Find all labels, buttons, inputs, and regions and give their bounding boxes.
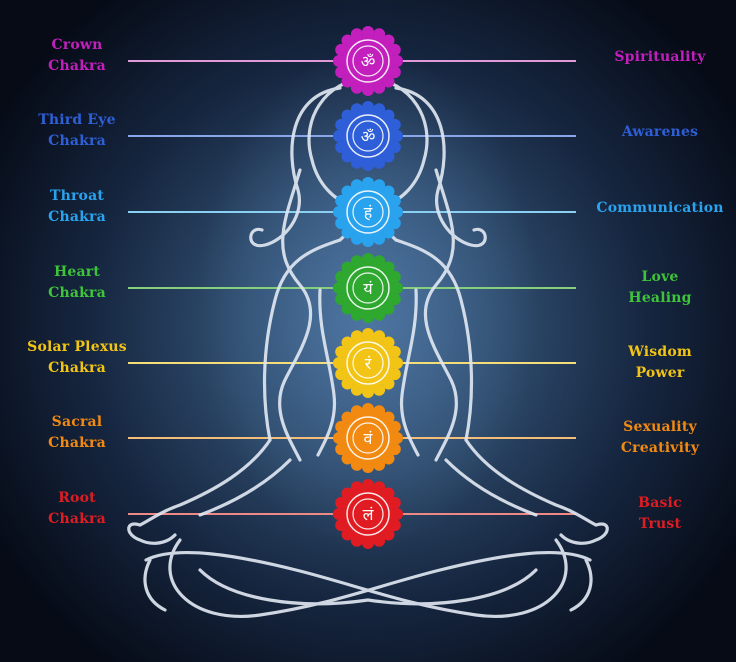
chakra-quality-line: Communication (596, 199, 724, 216)
chakra-quality-line: Sexuality (623, 419, 697, 435)
chakra-name-line: Chakra (48, 285, 106, 301)
chakra-name-line: Chakra (48, 133, 106, 149)
chakra-icon-throat: हं (333, 177, 403, 247)
chakra-symbol-third-eye: ॐ (361, 127, 376, 146)
chakra-symbol-sacral: वं (364, 429, 374, 448)
chakra-name-line: Crown (51, 37, 103, 53)
chakra-quality-line: Love (641, 269, 679, 285)
chakra-quality-line: Basic (638, 495, 682, 511)
chakra-icon-heart: यं (333, 253, 403, 323)
chakra-name-line: Throat (49, 188, 105, 204)
chakra-symbol-solar-plexus: रं (365, 354, 372, 373)
chakra-name-line: Chakra (48, 58, 106, 74)
chakra-quality-line: Awarenes (621, 123, 699, 140)
chakra-name-line: Solar Plexus (27, 339, 127, 355)
chakra-quality-line: Creativity (620, 440, 700, 456)
chakra-name-line: Chakra (48, 209, 106, 225)
chakra-name-line: Third Eye (38, 112, 116, 128)
chakra-icon-root: लं (333, 479, 403, 549)
chakra-symbol-crown: ॐ (361, 52, 376, 71)
chakra-name-line: Sacral (51, 414, 103, 430)
chakra-name-line: Chakra (48, 511, 106, 527)
chakra-symbol-throat: हं (364, 203, 373, 222)
chakra-icon-sacral: वं (333, 403, 403, 473)
chakra-icon-crown: ॐ (333, 26, 403, 96)
chakra-name-line: Chakra (48, 360, 106, 376)
chakra-icon-solar-plexus: रं (333, 328, 403, 398)
chakra-quality-line: Trust (638, 516, 682, 532)
chakra-quality-throat: Communication (585, 198, 735, 219)
meditating-figure (127, 76, 609, 618)
chakra-name-line: Heart (53, 264, 101, 280)
chakra-quality-line: Wisdom (628, 344, 692, 360)
chakra-quality-line: Healing (628, 290, 692, 306)
chakra-quality-line: Power (635, 365, 685, 381)
chakra-quality-line: Spirituality (614, 48, 706, 65)
chakra-symbol-root: लं (363, 505, 375, 524)
chakra-quality-third-eye: Awarenes (585, 122, 735, 143)
chakra-icon-third-eye: ॐ (333, 101, 403, 171)
chakra-symbol-heart: यं (363, 279, 373, 298)
chakra-name-line: Chakra (48, 435, 106, 451)
chakra-quality-crown: Spirituality (585, 47, 735, 68)
chakra-name-line: Root (58, 490, 96, 506)
